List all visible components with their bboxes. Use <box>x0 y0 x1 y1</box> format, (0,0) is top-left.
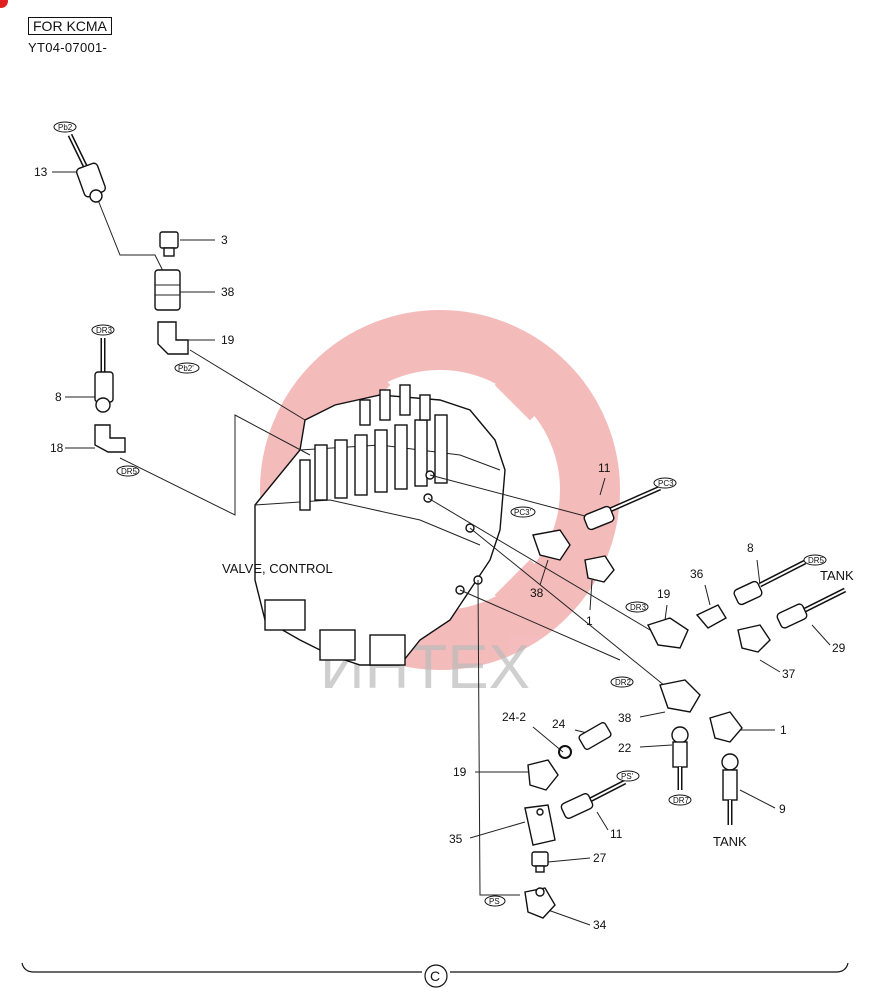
part-19-elbow-a <box>157 321 189 355</box>
part-38-adapter-a <box>154 269 181 311</box>
callout-8-a: 8 <box>55 390 62 404</box>
svg-text:DR5: DR5 <box>121 467 138 476</box>
part-3-plug <box>159 231 179 257</box>
port-tag-dr7: DR7 <box>668 794 692 806</box>
footer-symbol: C <box>430 968 440 984</box>
part-8-hose-a <box>94 338 114 413</box>
callout-11-a: 11 <box>598 461 611 475</box>
part-19-elbow-c <box>527 759 559 791</box>
valve-control-label: VALVE, CONTROL <box>222 561 333 576</box>
part-13-hose <box>67 133 107 203</box>
svg-text:PS: PS <box>489 897 500 906</box>
connection-lines <box>52 171 831 926</box>
part-19-elbow-b <box>647 617 689 649</box>
part-24-2-oring <box>558 745 572 759</box>
callout-37: 37 <box>782 667 796 681</box>
part-37-elbow <box>737 624 771 653</box>
part-1-elbow-b <box>709 711 743 743</box>
callout-24: 24 <box>552 717 566 731</box>
callout-9: 9 <box>779 802 786 816</box>
part-36-tee <box>695 604 727 629</box>
callout-18: 18 <box>50 441 64 455</box>
footer-divider: C <box>21 962 849 988</box>
svg-text:DR5: DR5 <box>808 556 825 565</box>
control-valve-body <box>254 384 506 666</box>
port-tag-dr3-a: DR3 <box>91 324 115 336</box>
tank-label-1: TANK <box>820 568 854 583</box>
callout-13: 13 <box>34 165 48 179</box>
callout-29: 29 <box>832 641 846 655</box>
tank-label-2: TANK <box>713 834 747 849</box>
port-tag-dr5-a: DR5 <box>116 465 140 477</box>
part-1-elbow-a <box>584 555 615 583</box>
callout-3: 3 <box>221 233 228 247</box>
port-tag-dr2: DR2 <box>610 676 634 688</box>
callout-35: 35 <box>449 832 463 846</box>
svg-text:PC3': PC3' <box>514 508 532 517</box>
model-badge: FOR KCMA <box>28 17 112 35</box>
port-tag-dr5-b: DR5 <box>803 554 827 566</box>
callout-36: 36 <box>690 567 704 581</box>
part-29-hose <box>776 587 847 629</box>
svg-text:Pb2': Pb2' <box>178 364 194 373</box>
port-tag-pc3-prime: PC3' <box>510 506 536 518</box>
callout-38-c: 38 <box>618 711 632 725</box>
part-18-elbow <box>94 424 126 453</box>
callout-1-a: 1 <box>586 614 593 628</box>
callout-11-b: 11 <box>610 827 623 841</box>
callout-38-a: 38 <box>221 285 235 299</box>
svg-text:PC3: PC3 <box>658 479 674 488</box>
port-tag-pb2: Pb2 <box>53 121 77 133</box>
callout-19-b: 19 <box>657 587 671 601</box>
port-tag-ps-prime: PS' <box>616 770 640 782</box>
part-11-hose-b <box>560 779 627 819</box>
callout-8-b: 8 <box>747 541 754 555</box>
port-tag-pb2-prime: Pb2' <box>174 362 200 374</box>
svg-text:DR2: DR2 <box>615 678 632 687</box>
part-38-adapter-b <box>532 529 571 561</box>
part-9-hose <box>721 753 739 825</box>
part-11-hose-a <box>583 485 662 531</box>
svg-text:DR7: DR7 <box>673 796 690 805</box>
callout-38-b: 38 <box>530 586 544 600</box>
callout-1-b: 1 <box>780 723 787 737</box>
part-38-adapter-c <box>659 679 701 713</box>
part-34-elbow <box>524 887 556 919</box>
svg-text:Pb2: Pb2 <box>58 123 73 132</box>
port-tag-ps: PS <box>484 895 506 907</box>
callout-27: 27 <box>593 851 607 865</box>
callout-34: 34 <box>593 918 607 932</box>
port-tag-dr3-b: DR3 <box>625 601 649 613</box>
svg-text:PS': PS' <box>621 772 634 781</box>
part-22-hose <box>671 726 689 790</box>
corner-marker <box>0 0 8 8</box>
callout-22: 22 <box>618 741 632 755</box>
callout-19-a: 19 <box>221 333 235 347</box>
part-27-plug <box>531 851 549 873</box>
port-tag-pc3: PC3 <box>653 477 677 489</box>
svg-text:DR3: DR3 <box>96 326 113 335</box>
callout-24-2: 24-2 <box>502 710 526 724</box>
svg-text:DR3: DR3 <box>630 603 647 612</box>
callout-19-c: 19 <box>453 765 467 779</box>
part-8-hose-b <box>733 559 807 606</box>
part-24-fitting <box>578 721 612 751</box>
part-35-block <box>524 804 556 846</box>
serial-number: YT04-07001- <box>28 40 108 55</box>
